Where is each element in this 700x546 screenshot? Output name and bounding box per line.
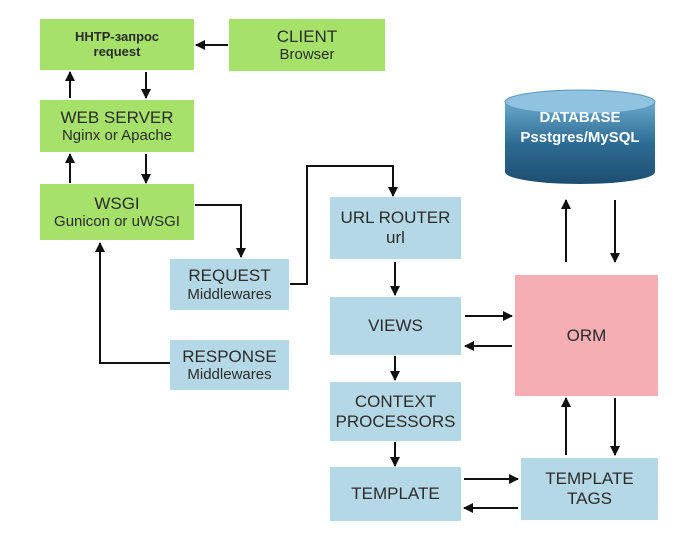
template-tags-title: TEMPLATE — [545, 469, 634, 489]
database-cylinder — [504, 89, 656, 184]
client-subtitle: Browser — [279, 46, 335, 64]
url-router-node: URL ROUTER url — [330, 197, 461, 259]
http-request-title: HHTP-запрос — [74, 28, 160, 44]
web-server-node: WEB SERVER Nginx or Apache — [40, 100, 194, 152]
views-node: VIEWS — [330, 297, 461, 355]
request-subtitle: Middlewares — [187, 285, 272, 303]
database-node: DATABASE Psstgres/MySQL — [505, 108, 655, 147]
template-tags-node: TEMPLATE TAGS — [521, 458, 658, 520]
response-title: RESPONSE — [182, 346, 277, 366]
url-router-subtitle: url — [386, 228, 405, 247]
client-node: CLIENT Browser — [229, 19, 385, 71]
web-server-title: WEB SERVER — [60, 107, 174, 127]
response-middleware-node: RESPONSE Middlewares — [170, 340, 289, 390]
template-node: TEMPLATE — [330, 467, 461, 521]
database-title: DATABASE — [539, 109, 621, 126]
orm-title: ORM — [566, 325, 607, 345]
http-request-subtitle: request — [93, 43, 141, 59]
web-server-subtitle: Nginx or Apache — [61, 127, 173, 145]
http-request-node: HHTP-запрос request — [40, 19, 194, 70]
context-processors-subtitle: PROCESSORS — [335, 411, 456, 431]
wsgi-node: WSGI Gunicon or uWSGI — [40, 184, 194, 240]
context-processors-title: CONTEXT — [354, 391, 437, 411]
request-title: REQUEST — [188, 266, 271, 286]
views-title: VIEWS — [368, 316, 423, 336]
template-title: TEMPLATE — [351, 484, 440, 504]
url-router-title: URL ROUTER — [340, 208, 451, 228]
request-middleware-node: REQUEST Middlewares — [170, 259, 289, 310]
response-subtitle: Middlewares — [187, 366, 272, 384]
wsgi-title: WSGI — [94, 193, 140, 213]
orm-node: ORM — [515, 275, 658, 396]
arrow-wsgi-to-request-middleware — [195, 204, 246, 258]
template-tags-subtitle: TAGS — [566, 489, 613, 508]
client-title: CLIENT — [276, 26, 338, 46]
context-processors-node: CONTEXT PROCESSORS — [330, 382, 461, 441]
database-subtitle: Psstgres/MySQL — [520, 128, 640, 146]
arrow-request-to-urlrouter — [290, 165, 398, 285]
arrow-response-to-wsgi — [95, 242, 170, 364]
wsgi-subtitle: Gunicon or uWSGI — [54, 213, 180, 231]
